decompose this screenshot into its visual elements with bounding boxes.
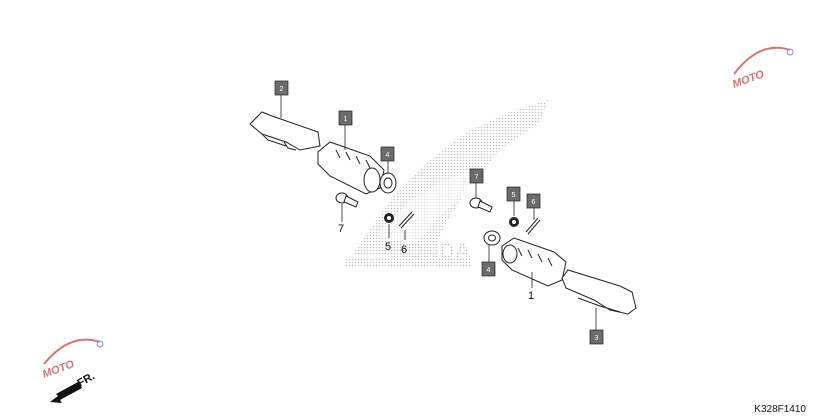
svg-text:4: 4 — [386, 152, 390, 159]
part-4-washer-lower — [483, 230, 501, 246]
honda-wordmark-watermark: HONDA — [390, 238, 471, 263]
part-1-footpeg-left — [317, 141, 385, 195]
callout-6-right: 6 — [526, 193, 541, 209]
front-direction-arrow-icon — [50, 382, 82, 403]
label-7-left: 7 — [338, 223, 344, 235]
label-5-left: 5 — [385, 241, 391, 253]
label-1-right: 1 — [528, 290, 534, 302]
part-1-footpeg-right — [501, 237, 567, 287]
svg-text:6: 6 — [532, 199, 536, 206]
front-direction-label: FR. — [76, 370, 97, 389]
leader-lines — [280, 95, 597, 330]
moto-logo-watermark-top: MOTO — [731, 46, 794, 91]
part-4-washer-upper — [379, 172, 397, 194]
callout-7-right: 7 — [469, 168, 484, 184]
svg-text:4: 4 — [487, 267, 491, 274]
svg-text:2: 2 — [280, 86, 284, 93]
label-6-left: 6 — [401, 244, 407, 256]
moto-logo-watermark-bottom: MOTO — [41, 338, 104, 381]
svg-text:5: 5 — [512, 192, 516, 199]
svg-text:1: 1 — [344, 116, 348, 123]
callout-1-left: 1 — [338, 110, 353, 126]
callout-4-upper: 4 — [380, 146, 395, 162]
part-5-nut-left — [384, 213, 394, 223]
callout-4-lower: 4 — [481, 261, 496, 277]
part-code: K328F1410 — [754, 404, 806, 415]
honda-wing-watermark — [345, 100, 548, 268]
svg-text:3: 3 — [595, 335, 599, 342]
svg-text:7: 7 — [475, 174, 479, 181]
callout-5-right: 5 — [506, 186, 521, 202]
part-2-footrest-bar-left — [249, 111, 321, 151]
part-7-pin-left — [335, 192, 359, 208]
part-7-pin-right — [469, 197, 493, 213]
callout-2: 2 — [274, 80, 289, 96]
callout-3: 3 — [589, 329, 604, 345]
part-3-footrest-bar-right — [561, 269, 637, 315]
part-6-cotter-pin-right — [525, 217, 541, 235]
part-6-cotter-pin-left — [398, 211, 415, 229]
part-5-nut-right — [509, 217, 519, 227]
